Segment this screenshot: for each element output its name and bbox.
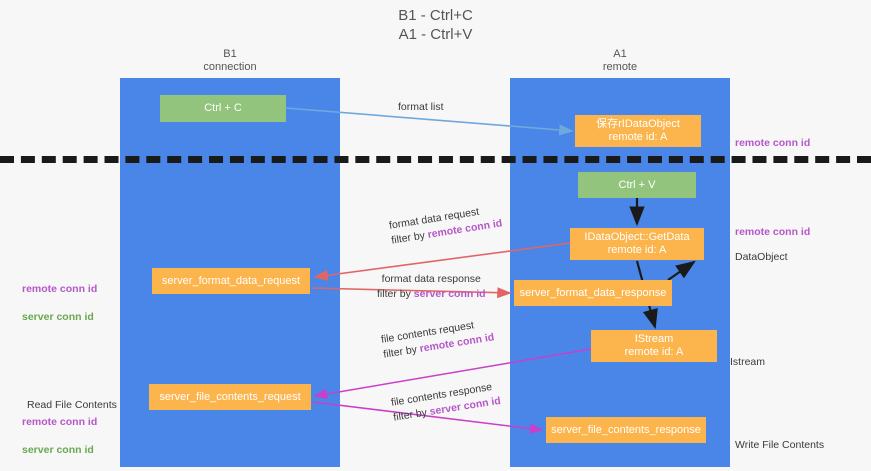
- annotation-server-conn-id: server conn id: [22, 444, 94, 456]
- page-title: B1 - Ctrl+C A1 - Ctrl+V: [398, 7, 473, 43]
- annotation-text: Istream: [730, 356, 766, 368]
- annotation-left-read-file-contents: Read File Contents: [27, 384, 117, 426]
- node-server-file-contents-response[interactable]: server_file_contents_response: [546, 417, 706, 443]
- annotation-right-remote-conn-id-top: remote conn id: [735, 122, 810, 164]
- edge-label-file-contents-request: file contents request filter by remote c…: [380, 315, 495, 362]
- annotation-text: remote conn id: [735, 226, 811, 238]
- annotation-server-conn-id: server conn id: [22, 311, 94, 323]
- node-server-format-data-request[interactable]: server_format_data_request: [152, 268, 310, 294]
- annotation-left-conn-ids-bottom: remote conn id server conn id: [22, 401, 97, 471]
- annotation-right-remote-conn-id-mid: remote conn id: [735, 211, 810, 253]
- edge-label-format-data-response-line2: filter by server conn id: [377, 287, 486, 302]
- edge-label-format-list: format list: [398, 100, 444, 115]
- annotation-text: DataObject: [735, 251, 788, 263]
- edge-label-format-data-response: format data response filter by server co…: [377, 272, 486, 302]
- annotation-right-dataobject: DataObject: [735, 236, 788, 278]
- annotation-remote-conn-id: remote conn id: [22, 283, 98, 295]
- column-header-a1: A1 remote: [602, 48, 638, 73]
- node-istream[interactable]: IStream remote id: A: [591, 330, 717, 362]
- node-idataobject[interactable]: 保存rIDataObject remote id: A: [575, 115, 701, 147]
- annotation-right-istream: Istream: [730, 341, 765, 383]
- edge-label-format-data-request: format data request filter by remote con…: [388, 201, 503, 248]
- filter-key-server-conn-id: server conn id: [413, 288, 486, 300]
- annotation-remote-conn-id: remote conn id: [22, 416, 98, 428]
- filter-prefix: filter by: [377, 288, 414, 300]
- node-ctrl-v[interactable]: Ctrl + V: [578, 172, 696, 198]
- edge-label-file-contents-response: file contents response filter by server …: [390, 379, 502, 426]
- annotation-text: Write File Contents: [735, 439, 825, 451]
- annotation-text: Read File Contents: [27, 399, 117, 411]
- annotation-left-conn-ids-top: remote conn id server conn id: [22, 268, 97, 338]
- node-ctrl-c[interactable]: Ctrl + C: [160, 95, 286, 122]
- column-header-b1: B1 connection: [203, 48, 257, 73]
- annotation-right-write-file-contents: Write File Contents: [735, 424, 824, 466]
- phase-divider: [0, 156, 871, 163]
- node-server-file-contents-request[interactable]: server_file_contents_request: [149, 384, 311, 410]
- edge-label-format-list-text: format list: [398, 101, 444, 113]
- annotation-text: remote conn id: [735, 137, 811, 149]
- node-idataobject-getdata[interactable]: IDataObject::GetData remote id: A: [570, 228, 704, 260]
- node-server-format-data-response[interactable]: server_format_data_response: [514, 280, 672, 306]
- edge-label-format-data-response-line1: format data response: [381, 273, 481, 285]
